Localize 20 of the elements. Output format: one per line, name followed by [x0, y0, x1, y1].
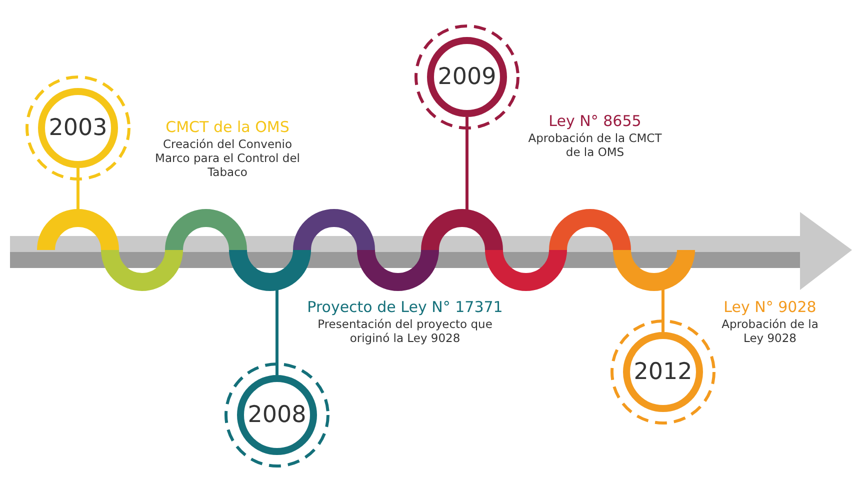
- year-circle: [38, 88, 118, 168]
- year-label: 2009: [438, 64, 496, 90]
- event-title: Proyecto de Ley N° 17371: [306, 298, 504, 316]
- event-description: Presentación del proyecto que originó la Ley 9028: [316, 318, 494, 346]
- year-circle: [427, 37, 507, 117]
- connector-line: [662, 288, 664, 332]
- connector-line: [466, 117, 468, 212]
- year-label: 2008: [248, 402, 306, 428]
- event-description: Aprobación de la CMCT de la OMS: [527, 132, 663, 160]
- event-description: Aprobación de la Ley 9028: [720, 318, 820, 346]
- event-title: CMCT de la OMS: [164, 118, 290, 136]
- year-circle: [237, 375, 317, 455]
- event-title: Ley N° 8655: [548, 112, 642, 130]
- event-title: Ley N° 9028: [722, 298, 818, 316]
- year-label: 2003: [48, 115, 108, 141]
- event-description: Creación del Convenio Marco para el Control del Tabaco: [154, 138, 301, 180]
- year-circle: [623, 332, 703, 412]
- connector-line: [76, 168, 80, 212]
- connector-line: [276, 288, 278, 375]
- year-label: 2012: [634, 359, 692, 385]
